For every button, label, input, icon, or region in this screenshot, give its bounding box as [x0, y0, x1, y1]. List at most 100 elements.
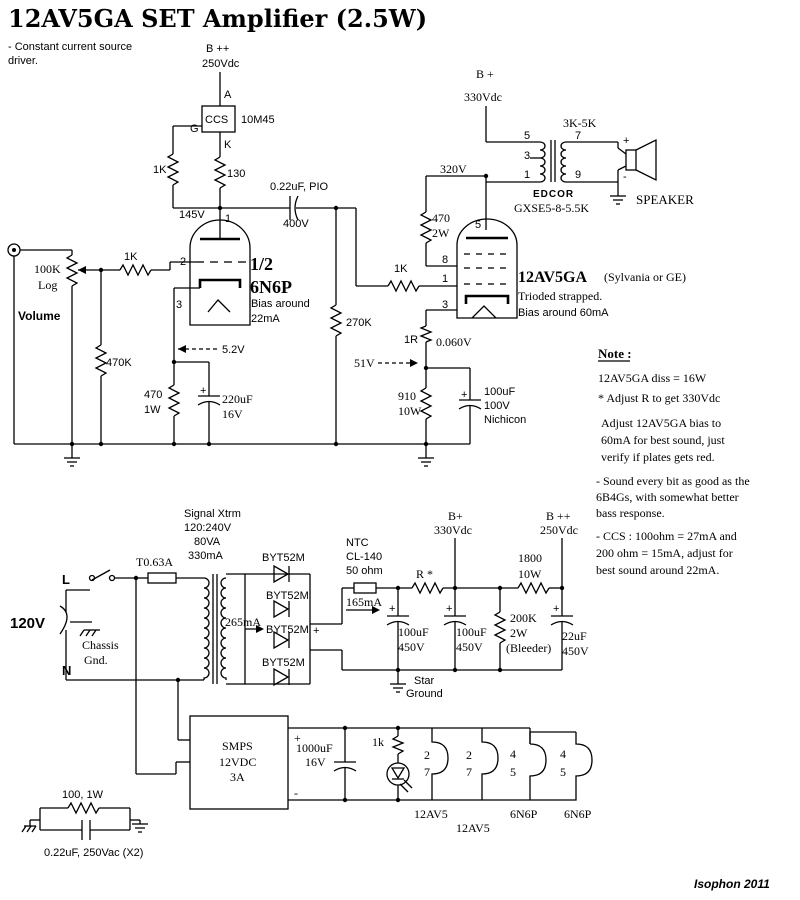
r-screen-label: 470 — [432, 211, 450, 225]
coupling-cap-label: 0.22uF, PIO — [270, 181, 329, 193]
driver-bias-line1: Bias around — [251, 298, 310, 310]
resistor-1800 — [517, 581, 550, 595]
resistor-130 — [213, 156, 227, 189]
speaker-icon — [625, 149, 637, 171]
mains-plug-icon — [59, 605, 68, 635]
c-k-output-voltage: 100V — [484, 400, 510, 412]
heater-tube-4: 6N6P — [564, 807, 592, 821]
tube-pin5: 5 — [475, 219, 481, 231]
output-supply-label: B + — [476, 67, 494, 81]
diode-1 — [273, 564, 290, 584]
dc-current-label: 165mA — [346, 595, 382, 609]
r-k-label: 470 — [144, 389, 162, 401]
note-line-5: verify if plates gets red. — [601, 450, 715, 464]
sec-current-label: 265mA — [225, 615, 261, 629]
volume-pot — [65, 254, 79, 287]
xfmr-label-2: 120:240V — [184, 522, 232, 534]
r-drop-label: 1800 — [518, 551, 542, 565]
grid-stop-label: 1K — [394, 263, 408, 275]
c3-plus: + — [553, 603, 559, 615]
output-ck-plus: + — [461, 389, 467, 401]
c2-voltage: 450V — [456, 640, 483, 654]
heater-12av5-a — [431, 728, 449, 800]
speaker-minus: - — [623, 171, 627, 183]
heater-12av5-b — [481, 728, 499, 800]
grid-leak-label: 270K — [346, 317, 372, 329]
pot-value: 100K — [34, 262, 61, 276]
c3-label: 22uF — [562, 629, 587, 643]
bridge-plus: + — [313, 625, 319, 637]
note-line-7: 6B4Gs, with somewhat better — [596, 490, 739, 504]
trans-pin5: 5 — [524, 130, 530, 142]
r-screen-watt: 2W — [432, 226, 450, 240]
diode-4 — [273, 667, 290, 687]
psu-bpp-label: B ++ — [546, 509, 571, 523]
heater-6n6p-a — [486, 743, 547, 801]
star-ground-label-1: Star — [414, 675, 435, 687]
output-trans-secondary — [560, 141, 567, 183]
smps-label-2: 12VDC — [219, 755, 256, 769]
r-grid-label: 1K — [124, 251, 138, 263]
note-line-3: Adjust 12AV5GA bias to — [601, 416, 721, 430]
note-line-10: 200 ohm = 15mA, adjust for — [596, 546, 733, 560]
driver-tube-envelope — [189, 219, 251, 326]
resistor-1r-sense — [419, 325, 433, 343]
resistor-1k-output-grid — [387, 279, 420, 293]
speaker-plus: + — [623, 135, 629, 147]
diode-3 — [273, 630, 290, 650]
output-bias-note: Bias around 60mA — [518, 307, 609, 319]
sense-voltage-label: 0.060V — [436, 335, 472, 349]
resistor-r-star — [411, 581, 444, 595]
driver-pin1: 1 — [225, 213, 231, 225]
diode-2-label: BYT52M — [266, 590, 309, 602]
trans-part: GXSE5-8-5.5K — [514, 201, 589, 215]
heater-tube-1: 12AV5 — [414, 807, 448, 821]
note-line-9: - CCS : 100ohm = 27mA and — [596, 529, 737, 543]
heater2-pin-a: 2 — [466, 748, 472, 762]
ntc-label-3: 50 ohm — [346, 565, 383, 577]
ccs-part: 10M45 — [241, 114, 275, 126]
output-trans-primary — [539, 141, 546, 183]
diode-3-label: BYT52M — [266, 624, 309, 636]
bleeder-label-2: 2W — [510, 626, 528, 640]
resistor-470-cathode — [167, 384, 181, 417]
plate-voltage-label: 145V — [179, 209, 205, 221]
trans-pin9: 9 — [575, 169, 581, 181]
snubber-resistor — [67, 801, 100, 815]
r-k-watt: 1W — [144, 404, 161, 416]
trans-pin7: 7 — [575, 130, 581, 142]
note-line-4: 60mA for best sound, just — [601, 433, 725, 447]
c2-label: 100uF — [456, 625, 487, 639]
driver-stage: B ++ 250Vdc A CCS 10M45 G 1K K 130 145V … — [7, 43, 420, 467]
trans-pin3: 3 — [524, 150, 530, 162]
resistor-470k — [94, 344, 108, 377]
note-line-1: 12AV5GA diss = 16W — [598, 371, 707, 385]
note-line-6: - Sound every bit as good as the — [596, 474, 750, 488]
power-xfmr-secondary — [220, 577, 227, 680]
edcor-label: EDCOR — [533, 189, 574, 200]
cathode-voltage-label: 5.2V — [222, 344, 245, 356]
ccs-pin-a: A — [224, 89, 232, 101]
heater4-pin-a: 4 — [560, 747, 566, 761]
driver-pin3: 3 — [176, 299, 182, 311]
heater3-pin-a: 4 — [510, 747, 516, 761]
b-plus-320-label: 320V — [440, 162, 467, 176]
c1-label: 100uF — [398, 625, 429, 639]
output-tube-envelope — [456, 218, 518, 319]
coupling-cap-voltage: 400V — [283, 218, 309, 230]
design-note-line1: - Constant current source — [8, 41, 132, 53]
psu-bplus-label: B+ — [448, 509, 463, 523]
snubber-r-label: 100, 1W — [62, 789, 104, 801]
driver-supply-label: B ++ — [206, 43, 229, 55]
tube-pin3: 3 — [442, 299, 448, 311]
xfmr-label-1: Signal Xtrm — [184, 508, 241, 520]
design-note-line2: driver. — [8, 55, 38, 67]
r-k-output-label: 910 — [398, 389, 416, 403]
resistor-200k-bleeder — [493, 611, 507, 644]
ccs-pin-g: G — [190, 123, 199, 135]
heater1-pin-a: 2 — [424, 748, 430, 762]
output-triode-note: Trioded strapped. — [518, 289, 602, 303]
ccs-label: CCS — [205, 114, 228, 126]
c-k-output-label: 100uF — [484, 386, 515, 398]
power-supply: L N 120V Chassis Gnd. T0.63A Signal Xtrm… — [10, 508, 593, 859]
